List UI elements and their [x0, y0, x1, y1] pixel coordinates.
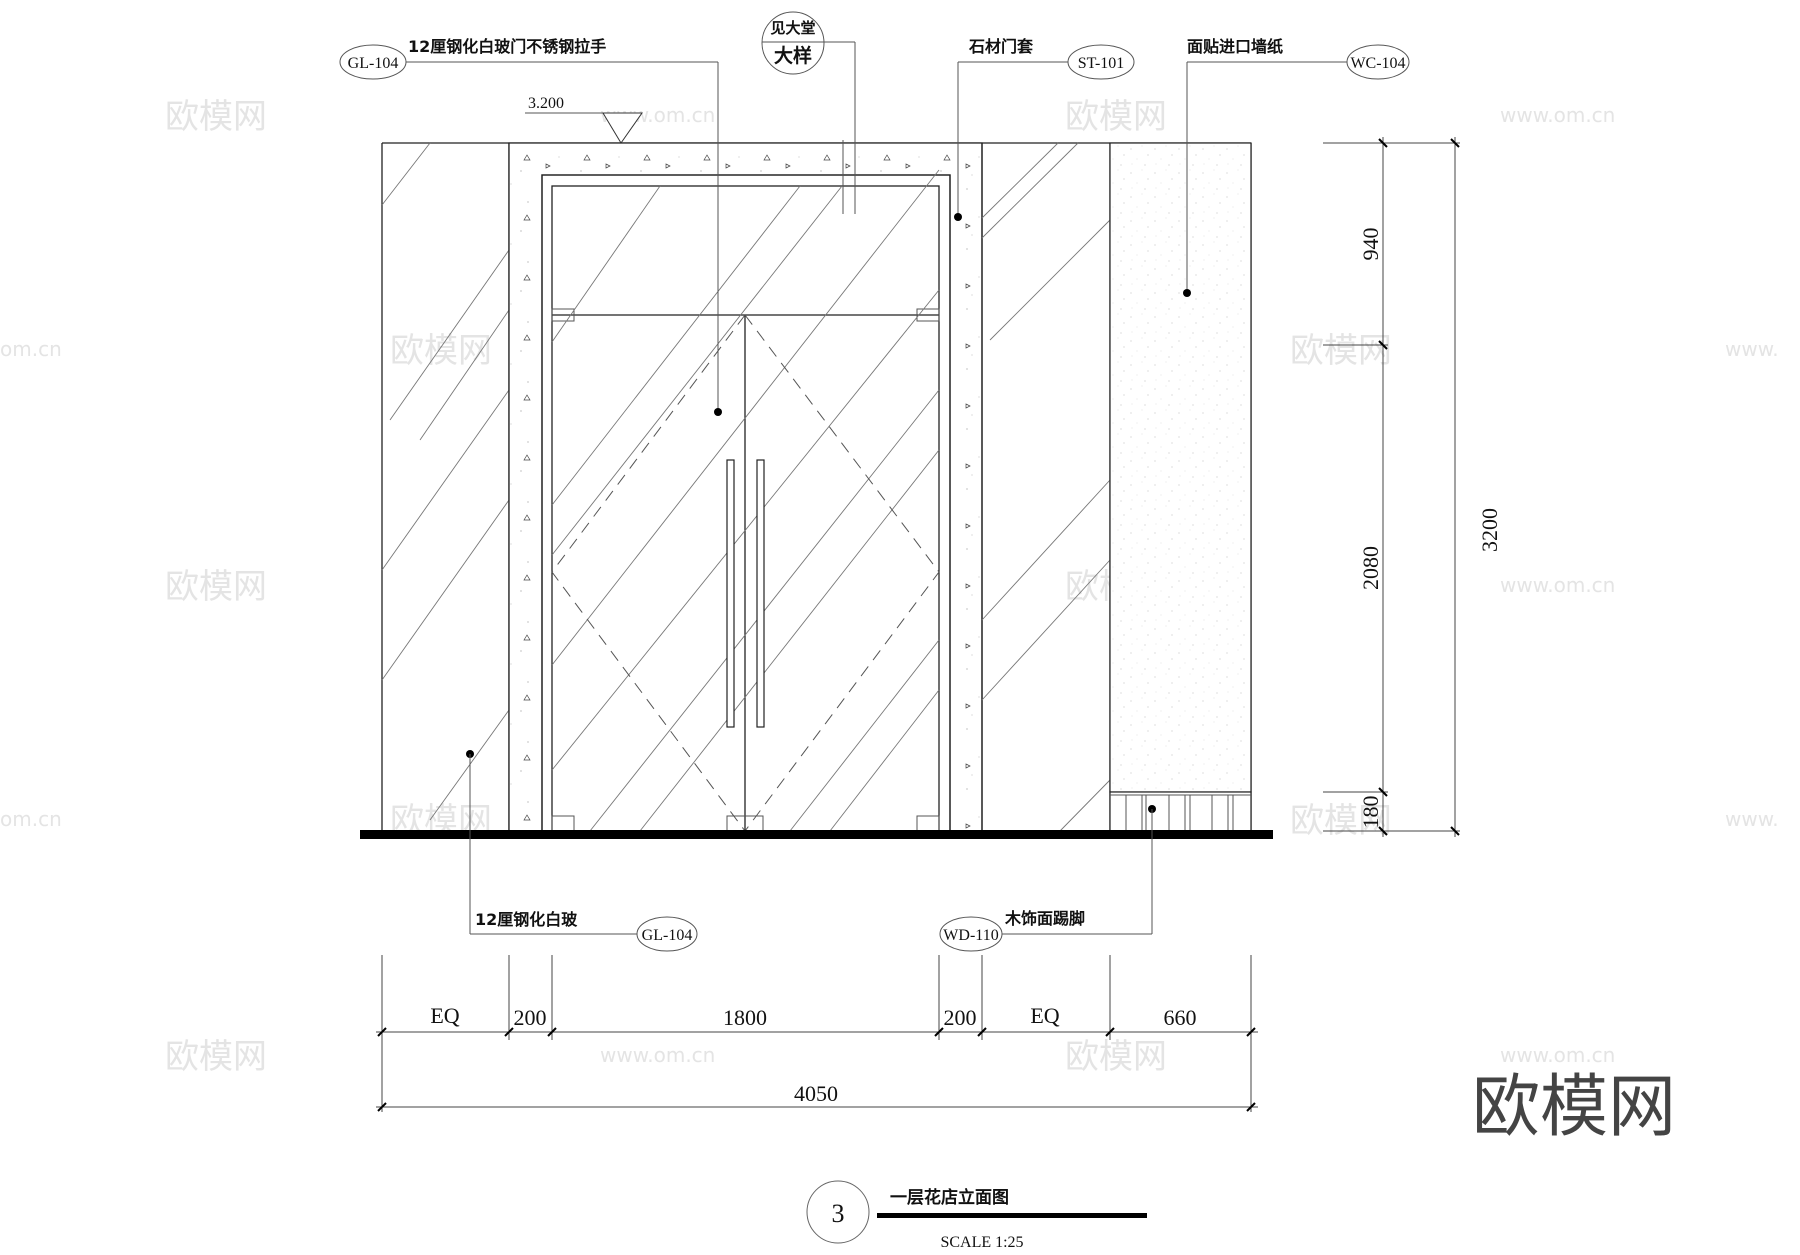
- svg-text:欧模网: 欧模网: [1065, 1037, 1167, 1077]
- svg-text:欧模网: 欧模网: [165, 1037, 267, 1077]
- svg-text:欧模网: 欧模网: [390, 331, 492, 371]
- svg-text:12厘钢化白玻: 12厘钢化白玻: [475, 910, 578, 929]
- svg-text:WC-104: WC-104: [1350, 55, 1405, 72]
- svg-text:www.om.cn: www.om.cn: [1500, 573, 1615, 597]
- svg-text:660: 660: [1164, 1005, 1197, 1030]
- svg-text:om.cn: om.cn: [0, 807, 62, 831]
- svg-text:180: 180: [1358, 796, 1383, 829]
- drawing-title-block: 3 一层花店立面图 SCALE 1:25: [806, 1180, 1147, 1251]
- level-mark: 3.200: [525, 95, 643, 144]
- svg-text:见大堂: 见大堂: [770, 19, 815, 37]
- drawing-number: 3: [832, 1199, 845, 1228]
- drawing-scale: SCALE 1:25: [940, 1234, 1023, 1251]
- svg-text:面贴进口墙纸: 面贴进口墙纸: [1187, 37, 1283, 56]
- watermark-layer: 欧模网 www.om.cn 欧模网 www.om.cn om.cn 欧模网 ww…: [0, 97, 1779, 1147]
- wall-elevation: [360, 142, 1273, 839]
- svg-text:www.om.cn: www.om.cn: [600, 1043, 715, 1067]
- svg-text:大样: 大样: [774, 44, 812, 67]
- svg-text:欧模网: 欧模网: [1290, 331, 1392, 371]
- svg-text:200: 200: [944, 1005, 977, 1030]
- svg-text:12厘钢化白玻门不锈钢拉手: 12厘钢化白玻门不锈钢拉手: [408, 37, 606, 56]
- svg-text:4050: 4050: [794, 1081, 838, 1106]
- svg-text:www.om.cn: www.om.cn: [1500, 103, 1615, 127]
- drawing-title: 一层花店立面图: [890, 1187, 1009, 1208]
- callout-wallpaper: 面贴进口墙纸 WC-104: [1183, 37, 1410, 297]
- watermark-logo: 欧模网: [165, 97, 267, 137]
- horizontal-dimensions: EQ 200 1800 200 EQ 660 4050: [376, 955, 1258, 1112]
- svg-text:www.: www.: [1725, 807, 1779, 831]
- callout-door-handle: GL-104 12厘钢化白玻门不锈钢拉手: [339, 37, 722, 416]
- svg-text:ST-101: ST-101: [1078, 55, 1125, 72]
- left-glass-panel: [381, 142, 510, 831]
- watermark-brand-large: 欧模网: [1472, 1068, 1676, 1147]
- svg-text:石材门套: 石材门套: [968, 37, 1034, 56]
- svg-text:木饰面踢脚: 木饰面踢脚: [1004, 909, 1085, 928]
- svg-text:1800: 1800: [723, 1005, 767, 1030]
- glass-door: [551, 169, 940, 832]
- svg-text:200: 200: [514, 1005, 547, 1030]
- svg-text:GL-104: GL-104: [642, 927, 693, 944]
- svg-text:WD-110: WD-110: [943, 927, 998, 944]
- svg-text:GL-104: GL-104: [348, 55, 399, 72]
- vertical-dimensions: 940 2080 180 3200: [1323, 137, 1502, 837]
- svg-text:om.cn: om.cn: [0, 337, 62, 361]
- svg-text:欧模网: 欧模网: [1290, 801, 1392, 841]
- svg-text:www.om.cn: www.om.cn: [1500, 1043, 1615, 1067]
- wallpaper-panel: [1109, 142, 1252, 793]
- callout-skirting: WD-110 木饰面踢脚: [939, 805, 1156, 952]
- svg-text:EQ: EQ: [1030, 1003, 1059, 1028]
- floor-line: [360, 830, 1273, 839]
- door-handle-right: [756, 459, 765, 728]
- callout-detail-reference: 见大堂 大样: [761, 11, 856, 214]
- callout-stone-frame: 石材门套 ST-101: [954, 37, 1135, 221]
- svg-text:欧模网: 欧模网: [1065, 97, 1167, 137]
- door-handle-left: [726, 459, 735, 728]
- wood-skirting: [1109, 791, 1252, 832]
- svg-text:EQ: EQ: [430, 1003, 459, 1028]
- svg-text:欧模网: 欧模网: [165, 567, 267, 607]
- svg-text:3200: 3200: [1477, 508, 1502, 552]
- right-glass-panel: [981, 142, 1111, 832]
- svg-text:940: 940: [1358, 228, 1383, 261]
- callout-glass: 12厘钢化白玻 GL-104: [466, 750, 698, 952]
- svg-text:www.: www.: [1725, 337, 1779, 361]
- svg-text:3.200: 3.200: [528, 95, 564, 112]
- svg-text:2080: 2080: [1358, 546, 1383, 590]
